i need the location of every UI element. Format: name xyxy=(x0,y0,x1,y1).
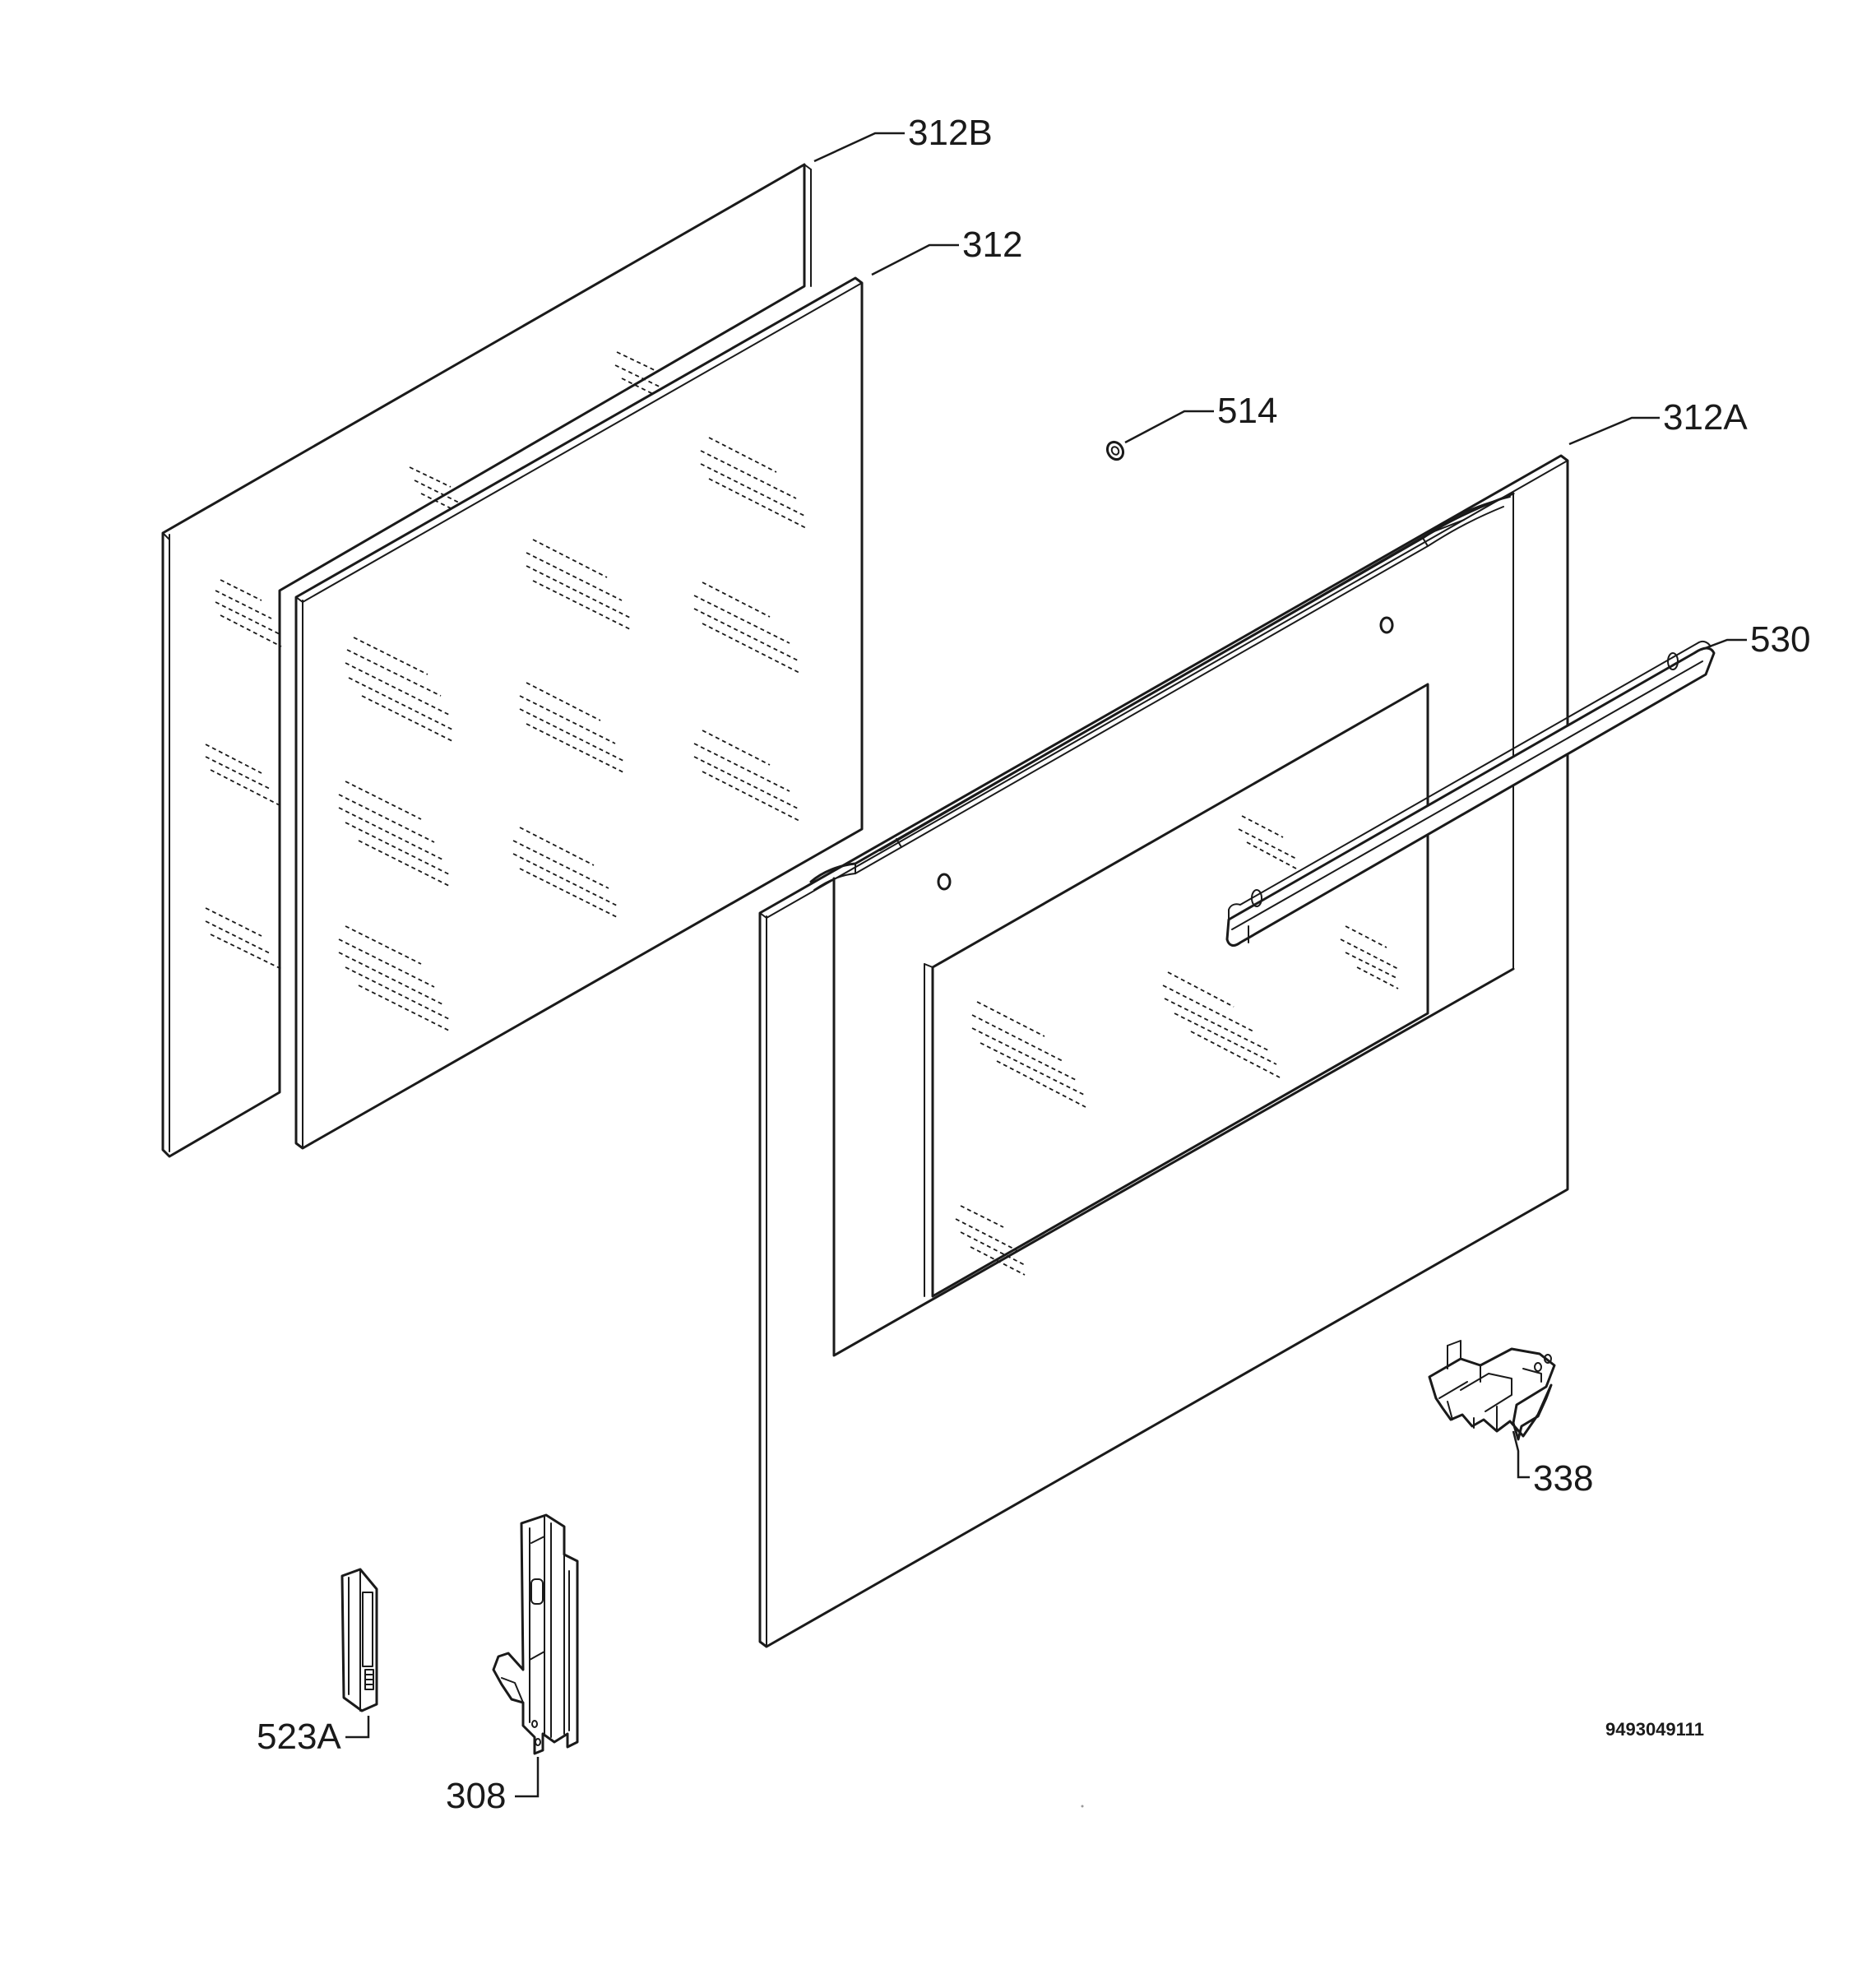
hinge-308 xyxy=(492,1513,579,1755)
callout-523a: 523A xyxy=(257,1717,341,1757)
glass-panel-312 xyxy=(294,276,864,1150)
outer-door-panel-312a xyxy=(758,454,1569,1648)
callout-308: 308 xyxy=(446,1776,506,1816)
glass-reflection-312 xyxy=(338,437,807,1032)
callout-514: 514 xyxy=(1217,391,1277,431)
washer-514 xyxy=(1105,440,1125,461)
callout-338: 338 xyxy=(1533,1458,1593,1499)
glass-panel-312b xyxy=(161,163,812,1158)
glass-reflection-312a xyxy=(955,815,1399,1276)
callout-312b: 312B xyxy=(908,113,993,153)
glass-reflection-312b xyxy=(205,351,667,970)
callout-312: 312 xyxy=(962,225,1022,265)
bracket-338 xyxy=(1428,1340,1556,1441)
leader-lines xyxy=(345,132,1747,1798)
callout-530: 530 xyxy=(1750,619,1810,660)
stray-dot xyxy=(1081,1805,1084,1808)
hinge-receiver-523a xyxy=(340,1568,378,1712)
document-number: 9493049111 xyxy=(1605,1719,1704,1740)
callout-312a: 312A xyxy=(1663,397,1748,438)
